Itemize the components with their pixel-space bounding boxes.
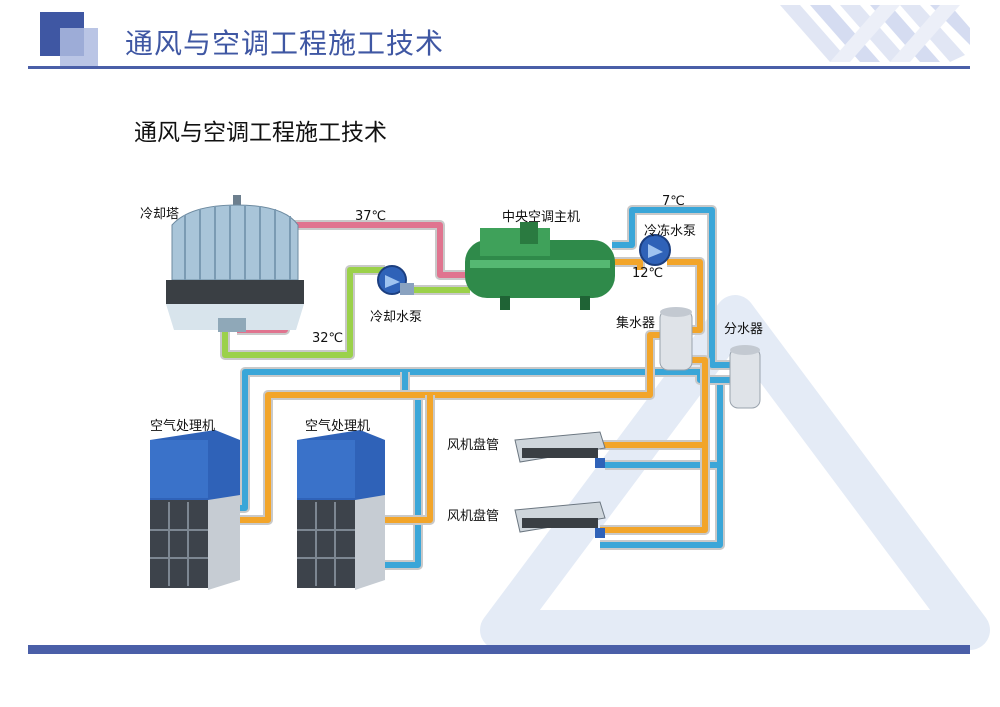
water-distributor	[729, 345, 761, 409]
label-fcu-2: 风机盘管	[447, 509, 500, 524]
fan-coil-unit-2	[514, 501, 606, 538]
central-chiller	[465, 222, 615, 310]
header-rule	[28, 66, 970, 69]
label-temp-32: 32℃	[312, 331, 344, 346]
water-collector	[659, 307, 693, 371]
label-temp-37: 37℃	[355, 209, 387, 224]
slide-subtitle: 通风与空调工程施工技术	[134, 120, 387, 146]
air-handling-unit-1	[150, 430, 240, 590]
cooling-return-pipe	[220, 265, 470, 360]
cooling-tower-illustration	[166, 195, 304, 332]
fan-coil-unit-1	[514, 431, 606, 468]
label-ahu-1: 空气处理机	[150, 419, 216, 434]
chilled-return-pipes	[215, 257, 710, 535]
label-chiller: 中央空调主机	[502, 210, 581, 225]
background-triangle-decoration	[480, 295, 990, 650]
cooling-water-pump	[377, 265, 414, 295]
header-stripes-decoration	[780, 5, 970, 62]
header-title: 通风与空调工程施工技术	[125, 27, 445, 60]
chilled-water-pump	[639, 234, 671, 266]
label-cooling-pump: 冷却水泵	[370, 310, 423, 325]
label-temp-12: 12℃	[632, 266, 664, 281]
label-cooling-tower: 冷却塔	[140, 207, 180, 222]
label-chilled-pump: 冷冻水泵	[644, 224, 697, 239]
air-handling-unit-2	[297, 430, 385, 590]
label-distributor: 分水器	[724, 322, 764, 337]
label-temp-7: 7℃	[662, 194, 685, 209]
header-square-light	[60, 28, 98, 66]
label-ahu-2: 空气处理机	[305, 419, 371, 434]
label-collector: 集水器	[616, 316, 656, 331]
footer-rule	[28, 645, 970, 654]
label-fcu-1: 风机盘管	[447, 438, 500, 453]
